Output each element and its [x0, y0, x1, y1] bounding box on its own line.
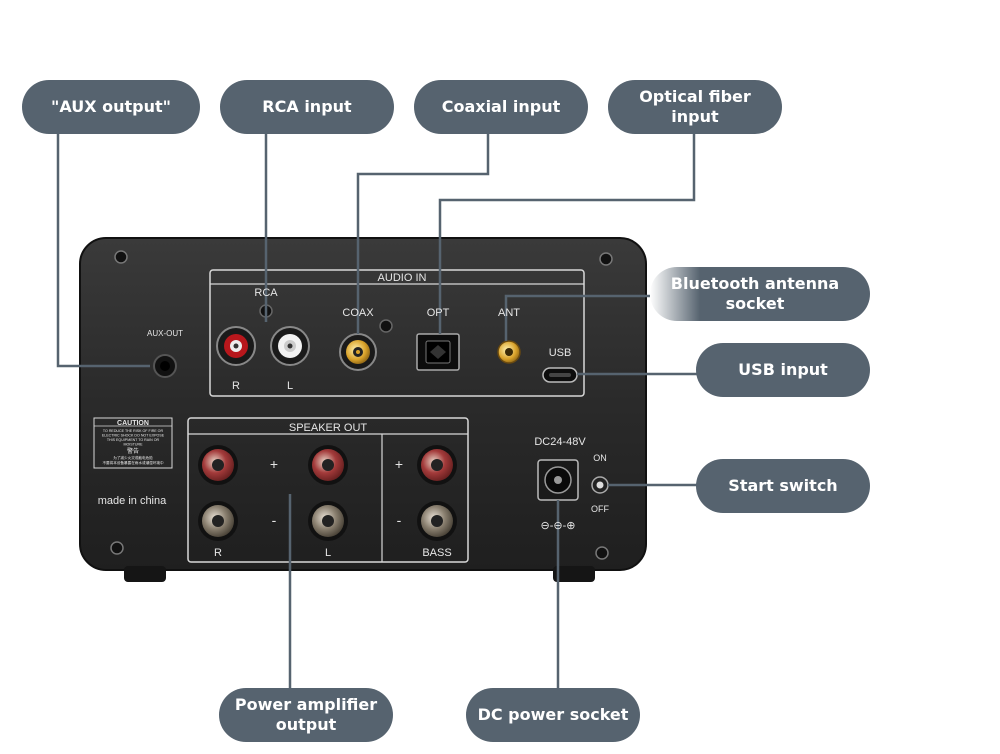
minus-label-right: - — [397, 512, 402, 528]
caution-warn: 警告 — [127, 447, 139, 455]
plus-label-left: + — [270, 456, 278, 472]
speaker-r-label: R — [214, 547, 222, 559]
dc-power-jack[interactable] — [537, 459, 579, 501]
caution-text-3: THIS EQUIPMENT TO RAIN OR — [107, 438, 160, 442]
speaker-post-r-minus[interactable] — [198, 501, 238, 541]
callout-optical-input: Optical fiber input — [608, 80, 782, 134]
callout-dc-power-socket: DC power socket — [466, 688, 640, 742]
ant-label: ANT — [498, 307, 520, 319]
callout-aux-output: "AUX output" — [22, 80, 200, 134]
callout-coaxial-input-text: Coaxial input — [441, 97, 561, 116]
callout-power-amp-output-text: Power amplifier output — [234, 695, 378, 734]
bass-label: BASS — [422, 547, 451, 559]
caution-text-4: MOISTURE — [124, 443, 144, 447]
caution-title: CAUTION — [117, 420, 149, 427]
coaxial-jack[interactable] — [339, 333, 377, 371]
usb-port[interactable] — [542, 367, 578, 383]
callout-usb-input-text: USB input — [738, 360, 828, 379]
plus-label-right: + — [395, 456, 403, 472]
speaker-post-l-minus[interactable] — [308, 501, 348, 541]
caution-cn-2: 不要将本设备暴露在雨水或潮湿环境中 — [102, 460, 163, 465]
caution-cn-1: 为了减少火灾或触电危险 — [113, 455, 153, 460]
callout-aux-output-text: "AUX output" — [51, 97, 171, 116]
callout-power-amp-output: Power amplifier output — [219, 688, 393, 742]
coax-label: COAX — [342, 307, 374, 319]
minus-label-left: - — [272, 512, 277, 528]
callout-bt-antenna-text: Bluetooth antenna socket — [670, 274, 840, 313]
opt-label: OPT — [427, 307, 450, 319]
made-in-label: made in china — [98, 495, 167, 507]
callout-usb-input: USB input — [696, 343, 870, 397]
callout-start-switch: Start switch — [696, 459, 870, 513]
rca-label: RCA — [254, 287, 278, 299]
callout-dc-power-socket-text: DC power socket — [477, 705, 629, 724]
callout-optical-input-text: Optical fiber input — [639, 87, 751, 126]
leader-bt-antenna — [504, 294, 650, 341]
bluetooth-antenna-socket[interactable] — [497, 340, 521, 364]
amplifier-chassis — [79, 237, 647, 582]
callout-rca-input-text: RCA input — [262, 97, 352, 116]
speaker-post-r-plus[interactable] — [198, 445, 238, 485]
leader-coaxial-input — [356, 134, 490, 334]
speaker-post-l-plus[interactable] — [308, 445, 348, 485]
polarity-label: ⊖-⊖-⊕ — [541, 520, 576, 532]
rca-jack-right[interactable] — [216, 326, 256, 366]
leader-aux-output — [56, 134, 150, 368]
speaker-l-label: L — [325, 547, 331, 559]
switch-on-label: ON — [593, 453, 607, 463]
callout-rca-input: RCA input — [220, 80, 394, 134]
caution-text-1: TO REDUCE THE RISK OF FIRE OR — [103, 429, 164, 433]
rca-r-label: R — [232, 380, 240, 392]
rca-jack-left[interactable] — [270, 326, 310, 366]
aux-out-label: AUX-OUT — [147, 329, 183, 338]
speaker-post-bass-minus[interactable] — [417, 501, 457, 541]
aux-out-jack[interactable] — [153, 354, 177, 378]
coax-screw — [379, 319, 393, 333]
speaker-out-label: SPEAKER OUT — [289, 422, 368, 434]
speaker-post-bass-plus[interactable] — [417, 445, 457, 485]
leader-optical-input — [438, 134, 696, 334]
audio-in-label: AUDIO IN — [378, 272, 427, 284]
callout-bt-antenna: Bluetooth antenna socket — [650, 267, 870, 321]
audio-in-section — [209, 269, 585, 397]
caution-label — [93, 417, 173, 469]
power-toggle-switch[interactable] — [591, 476, 609, 494]
dc-voltage-label: DC24-48V — [534, 436, 586, 448]
rca-l-label: L — [287, 380, 293, 392]
leader-lines — [56, 134, 698, 688]
speaker-out-section — [187, 417, 469, 563]
callout-coaxial-input: Coaxial input — [414, 80, 588, 134]
optical-port[interactable] — [416, 333, 460, 371]
usb-label: USB — [549, 347, 572, 359]
callout-start-switch-text: Start switch — [728, 476, 838, 495]
switch-off-label: OFF — [591, 504, 609, 514]
caution-text-2: ELECTRIC SHOCK DO NOT EXPOSE — [102, 434, 165, 438]
